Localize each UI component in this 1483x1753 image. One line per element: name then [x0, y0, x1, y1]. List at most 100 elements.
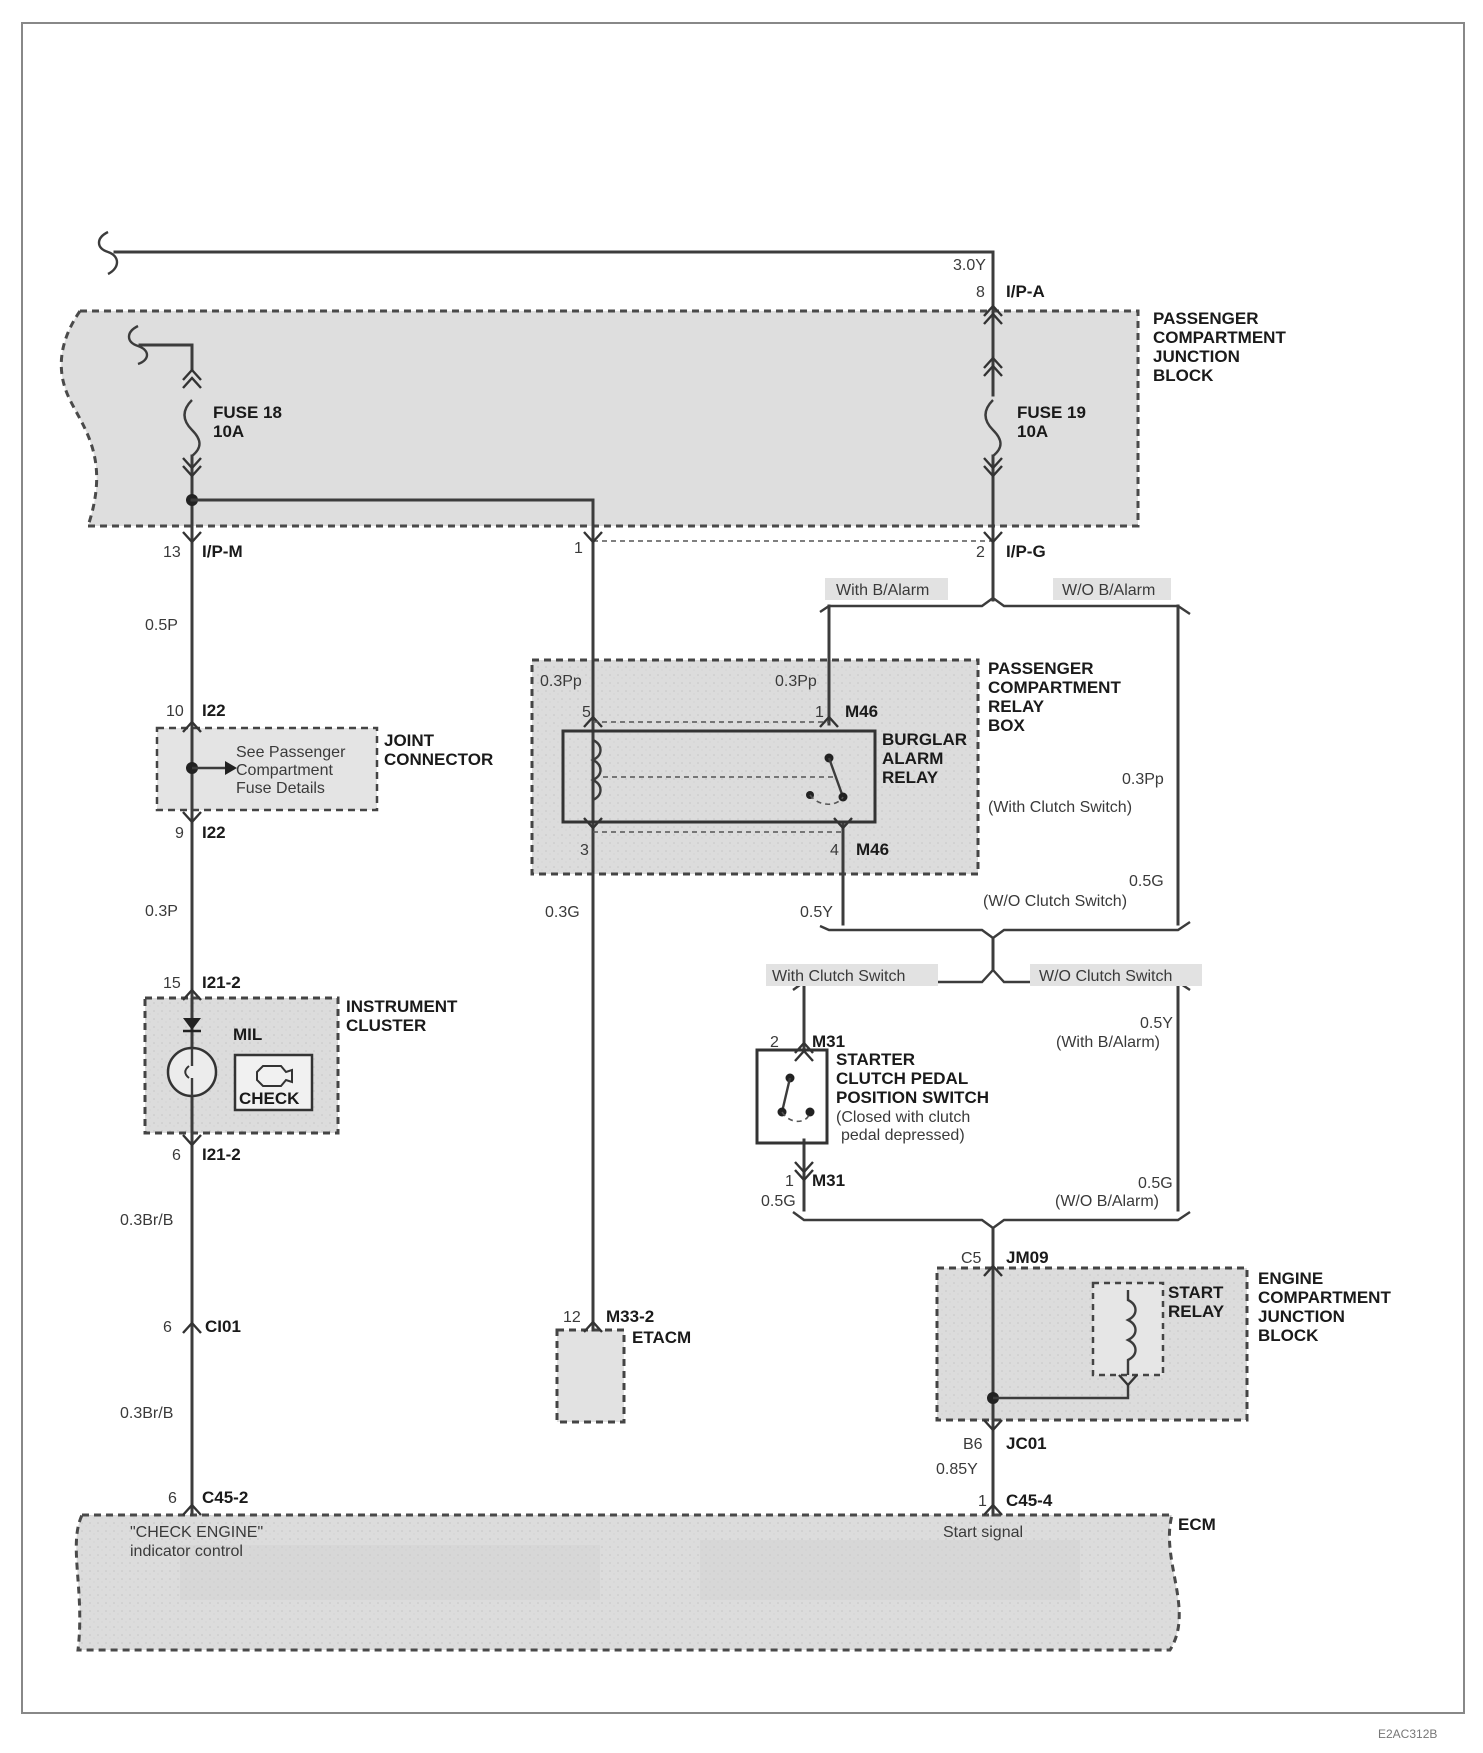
- check-engine-icon: [233, 1053, 314, 1112]
- conn-m31-top: M31: [812, 1032, 845, 1051]
- pin-m332: 12: [563, 1309, 581, 1326]
- diagram-frame: [21, 22, 1465, 1714]
- conn-i22-bot: I22: [202, 823, 226, 842]
- svg-text:JUNCTION: JUNCTION: [1258, 1307, 1345, 1326]
- pin-m31-top: 2: [770, 1034, 779, 1051]
- svg-text:INSTRUMENT: INSTRUMENT: [346, 997, 458, 1016]
- conn-ipg: I/P-G: [1006, 542, 1046, 561]
- tag-wo-balarm: W/O B/Alarm: [1062, 582, 1155, 599]
- svg-text:BLOCK: BLOCK: [1258, 1326, 1319, 1345]
- start-relay-label: START RELAY: [1168, 1283, 1225, 1321]
- battery-break-symbol: [97, 230, 119, 276]
- starter-switch-label: STARTER CLUTCH PEDAL POSITION SWITCH (Cl…: [836, 1050, 989, 1144]
- svg-text:FUSE 18: FUSE 18: [213, 403, 282, 422]
- svg-text:STARTER: STARTER: [836, 1050, 915, 1069]
- tag-wo-clutch: W/O Clutch Switch: [1039, 968, 1172, 985]
- pcjb-label: PASSENGER COMPARTMENT JUNCTION BLOCK: [1153, 309, 1286, 385]
- conn-jm09: JM09: [1006, 1248, 1049, 1267]
- conn-i212-top: I21-2: [202, 973, 241, 992]
- svg-text:RELAY: RELAY: [988, 697, 1045, 716]
- ecjb-label: ENGINE COMPARTMENT JUNCTION BLOCK: [1258, 1269, 1391, 1345]
- wire-0-5y-clutch: 0.5Y: [1140, 1015, 1173, 1032]
- svg-text:CONNECTOR: CONNECTOR: [384, 750, 493, 769]
- note-wo-clutch-switch: (W/O Clutch Switch): [983, 893, 1127, 910]
- conn-m332: M33-2: [606, 1307, 654, 1326]
- pin-c452: 6: [168, 1490, 177, 1507]
- tag-with-clutch: With Clutch Switch: [772, 968, 905, 985]
- fuse19-label: FUSE 19 10A: [1017, 403, 1086, 441]
- fuse18-break-symbol: [127, 324, 149, 366]
- ecm-start-signal: Start signal: [943, 1524, 1023, 1541]
- pin-i22-bot: 9: [175, 825, 184, 842]
- conn-jc01: JC01: [1006, 1434, 1047, 1453]
- starter-clutch-switch: [755, 1048, 829, 1145]
- conn-m46-top: M46: [845, 702, 878, 721]
- instrument-cluster-label: INSTRUMENT CLUSTER: [346, 997, 458, 1035]
- svg-text:10A: 10A: [213, 422, 244, 441]
- wire-0-5y: 0.5Y: [800, 904, 833, 921]
- pcrb-label: PASSENGER COMPARTMENT RELAY BOX: [988, 659, 1121, 735]
- conn-c454: C45-4: [1006, 1491, 1053, 1510]
- wire-0-5g-clutch: 0.5G: [1138, 1175, 1173, 1192]
- start-relay-coil: [1125, 1290, 1137, 1375]
- pin-i212-bot: 6: [172, 1147, 181, 1164]
- etacm-box: [555, 1328, 626, 1424]
- pin-m31-bot: 1: [785, 1173, 794, 1190]
- svg-text:PASSENGER: PASSENGER: [1153, 309, 1259, 328]
- mil-lamp: [166, 1018, 218, 1098]
- ecm-area: [74, 1513, 1181, 1652]
- passenger-junction-block-area: [59, 309, 1140, 528]
- svg-text:BURGLAR: BURGLAR: [882, 730, 967, 749]
- svg-text:POSITION SWITCH: POSITION SWITCH: [836, 1088, 989, 1107]
- svg-text:Fuse Details: Fuse Details: [236, 780, 325, 797]
- joint-connector-note: See Passenger Compartment Fuse Details: [236, 744, 346, 797]
- diagram-code: E2AC312B: [1378, 1727, 1437, 1741]
- ecm-label: ECM: [1178, 1515, 1216, 1534]
- svg-text:ENGINE: ENGINE: [1258, 1269, 1323, 1288]
- pin-i22-top: 10: [166, 703, 184, 720]
- pin-jc01: B6: [963, 1436, 983, 1453]
- joint-connector-label: JOINT CONNECTOR: [384, 731, 493, 769]
- etacm-label: ETACM: [632, 1328, 691, 1347]
- svg-text:BOX: BOX: [988, 716, 1026, 735]
- svg-text:BLOCK: BLOCK: [1153, 366, 1214, 385]
- svg-text:Compartment: Compartment: [236, 762, 333, 779]
- svg-text:COMPARTMENT: COMPARTMENT: [1153, 328, 1286, 347]
- wire-0-85y: 0.85Y: [936, 1461, 978, 1478]
- fuse18-label: FUSE 18 10A: [213, 403, 282, 441]
- conn-ipa: I/P-A: [1006, 282, 1045, 301]
- wire-0-5p: 0.5P: [145, 617, 178, 634]
- conn-m46-bot: M46: [856, 840, 889, 859]
- conn-c452: C45-2: [202, 1488, 248, 1507]
- ecm-check-engine-text: "CHECK ENGINE" indicator control: [130, 1524, 263, 1560]
- wire-0-3pp-left: 0.3Pp: [540, 673, 582, 690]
- pin-m46-5: 5: [582, 704, 591, 721]
- check-label: CHECK: [239, 1089, 300, 1108]
- svg-text:CLUSTER: CLUSTER: [346, 1016, 426, 1035]
- tag-with-balarm: With B/Alarm: [836, 582, 929, 599]
- burglar-relay-label: BURGLAR ALARM RELAY: [882, 730, 967, 787]
- wire-0-3br-b-2: 0.3Br/B: [120, 1405, 173, 1422]
- conn-m31-bot: M31: [812, 1171, 845, 1190]
- wire-0-3pp-right: 0.3Pp: [775, 673, 817, 690]
- svg-text:CLUTCH PEDAL: CLUTCH PEDAL: [836, 1069, 968, 1088]
- pin-jm09: C5: [961, 1250, 982, 1267]
- wire-0-3p: 0.3P: [145, 903, 178, 920]
- conn-ci01: CI01: [205, 1317, 241, 1336]
- conn-i22-top: I22: [202, 701, 226, 720]
- pin-ipa: 8: [976, 284, 985, 301]
- note-wo-balarm: (W/O B/Alarm): [1055, 1193, 1159, 1210]
- conn-i212-bot: I21-2: [202, 1145, 241, 1164]
- svg-text:"CHECK ENGINE": "CHECK ENGINE": [130, 1524, 263, 1541]
- pin-ipm: 13: [163, 544, 181, 561]
- relay-box-area: [530, 658, 980, 876]
- svg-text:See Passenger: See Passenger: [236, 744, 346, 761]
- svg-text:COMPARTMENT: COMPARTMENT: [1258, 1288, 1391, 1307]
- svg-text:COMPARTMENT: COMPARTMENT: [988, 678, 1121, 697]
- svg-text:FUSE 19: FUSE 19: [1017, 403, 1086, 422]
- svg-text:(Closed with clutch: (Closed with clutch: [836, 1109, 970, 1126]
- conn-ipm: I/P-M: [202, 542, 243, 561]
- wire-0-5g-branch: 0.5G: [1129, 873, 1164, 890]
- wire-0-3pp-branch: 0.3Pp: [1122, 771, 1164, 788]
